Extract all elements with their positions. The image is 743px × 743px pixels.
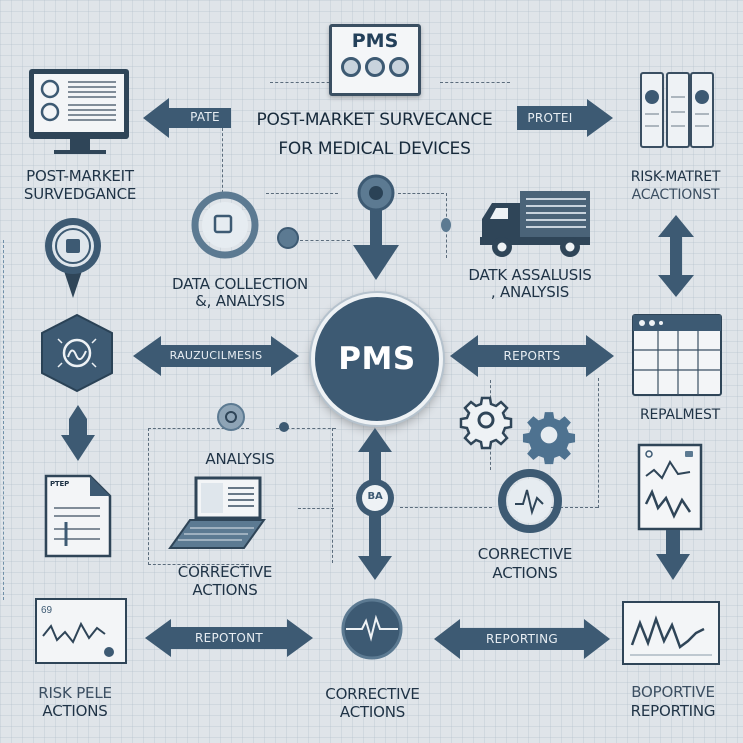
connector-line <box>332 428 333 563</box>
reporting-label-line2: REPORTING <box>630 702 716 720</box>
diagram-title-line1: POST-MARKET SURVECANCE <box>256 110 493 130</box>
reporting-label-line1: BOPORTIVE <box>631 683 715 701</box>
truck-label-line1: DATK ASSALUSIS <box>468 266 592 284</box>
truck-icon <box>480 191 590 257</box>
monitor-label-line1: POST-MARKEIT <box>26 167 134 185</box>
chart-card-icon: 69 <box>35 598 127 664</box>
connector-line <box>222 128 223 198</box>
connector-line <box>148 428 249 565</box>
risk-label-line1: RISK PELE <box>38 684 112 702</box>
gear-outline-icon <box>459 396 513 450</box>
corrective-right-label-line2: ACTIONS <box>492 564 558 582</box>
heartbeat-icon <box>341 598 403 660</box>
center-pms-label: PMS <box>338 341 416 377</box>
down-arrow-with-node <box>353 174 399 280</box>
connector-line <box>298 508 334 509</box>
document-icon <box>44 474 112 558</box>
double-arrow-left <box>133 336 299 376</box>
table-label: REPALMEST <box>639 407 721 423</box>
arrow-left <box>143 98 231 138</box>
connector-line <box>300 240 350 241</box>
chart-document-icon <box>637 443 703 531</box>
connector-line <box>400 507 492 508</box>
risk-label-line2: ACTIONS <box>42 702 108 720</box>
corrective-mid-label-line2: ACTIONS <box>192 581 258 599</box>
down-arrow <box>656 530 690 580</box>
down-arrow <box>61 405 95 461</box>
binders-label-line2: ACACTIONST <box>631 187 720 203</box>
diagram-title-line2: FOR MEDICAL DEVICES <box>278 139 471 159</box>
arrow-right <box>517 99 613 137</box>
corrective-mid-label-line1: CORRECTIVE <box>177 563 273 581</box>
vertical-double-arrow <box>658 215 694 297</box>
svg-text:69: 69 <box>41 605 53 616</box>
device-badge-icon <box>389 57 409 77</box>
badge-check-icon <box>45 218 101 298</box>
double-arrow-bottom-left <box>145 619 313 657</box>
document-label: PTEP <box>50 480 70 488</box>
pms-card: PMS <box>329 24 421 96</box>
node-dot-icon <box>277 227 299 249</box>
double-arrow-bottom-right <box>434 619 610 659</box>
truck-label-line2: , ANALYSIS <box>490 283 570 301</box>
laptop-icon <box>168 476 266 549</box>
center-pms-circle: PMS <box>311 293 443 425</box>
hexagon-wave-icon <box>41 313 113 393</box>
data-collection-label-line2: &, ANALYSIS <box>195 292 285 310</box>
corrective-bottom-label-line2: ACTIONS <box>339 703 406 721</box>
arrow-label-protei: PROTEI <box>527 111 573 125</box>
ruler-line <box>3 240 4 600</box>
device-badge-icon <box>365 57 385 77</box>
analysis-node-icon <box>217 403 245 431</box>
table-icon <box>632 314 722 396</box>
arrow-label-rauzucilmesis: RAUZUCILMESIS <box>169 349 263 362</box>
monitor-icon <box>29 69 129 154</box>
pms-card-title: PMS <box>351 30 399 52</box>
vertical-badge-label: BA <box>367 491 383 502</box>
corrective-bottom-label-line1: CORRECTIVE <box>325 685 420 703</box>
node-dot-icon <box>441 218 451 232</box>
ring-chart-icon <box>191 191 259 259</box>
connector-line <box>550 507 598 508</box>
connector-line <box>440 82 510 83</box>
connector-line <box>270 82 340 83</box>
connector-line <box>276 428 336 429</box>
monitor-label-line2: SURVEDGANCE <box>23 185 137 203</box>
analysis-label: ANALYSIS <box>205 450 275 468</box>
double-arrow-right <box>450 335 614 377</box>
binders-icon <box>640 72 714 148</box>
connector-line <box>598 378 599 508</box>
node-dot-icon <box>279 422 289 432</box>
connector-line <box>266 193 338 194</box>
arrow-label-reporting: REPORTING <box>486 632 558 646</box>
pulse-ring-icon <box>498 469 562 533</box>
corrective-right-label-line1: CORRECTIVE <box>477 545 573 563</box>
binders-label-line1: RISK-MATRET <box>630 169 721 185</box>
vertical-double-arrow-badge <box>356 428 394 580</box>
arrow-label-repotont: REPOTONT <box>194 631 264 645</box>
line-chart-icon <box>622 601 720 665</box>
device-badge-icon <box>341 57 361 77</box>
gear-filled-icon <box>522 412 576 465</box>
data-collection-label-line1: DATA COLLECTION <box>172 275 308 293</box>
arrow-label-pate: PATE <box>190 110 220 124</box>
connector-line <box>398 193 444 194</box>
arrow-label-reports: REPORTS <box>503 349 561 363</box>
